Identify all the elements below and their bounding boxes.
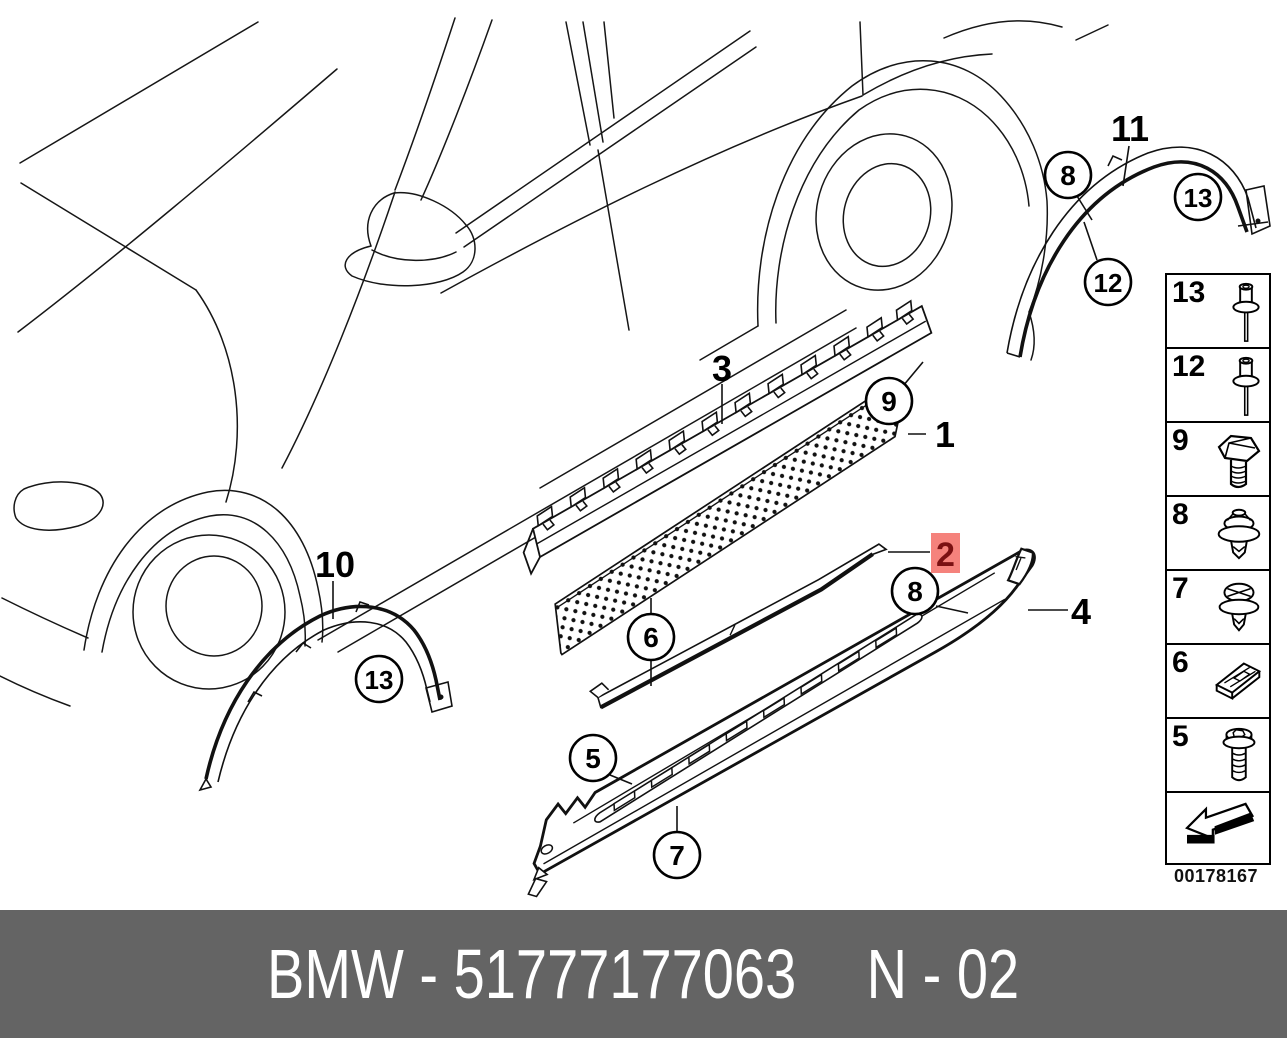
callout-circle-5-rocker[interactable]: 5 — [568, 733, 618, 783]
rear-rim — [842, 162, 932, 268]
rear-quarter-line — [699, 325, 759, 361]
legend-arrow-cell[interactable] — [1167, 793, 1269, 863]
diagram-number: 00178167 — [1173, 866, 1259, 886]
hood-crease-line — [20, 182, 197, 291]
legend-item-9[interactable]: 9 — [1167, 423, 1269, 497]
step-pad-part[interactable] — [537, 390, 905, 656]
svg-text:6: 6 — [643, 622, 659, 653]
legend-item-6[interactable]: 6 — [1167, 645, 1269, 719]
hood-line — [19, 21, 259, 164]
parts-diagram: 8 13 12 9 8 6 — [0, 17, 1271, 899]
mirror-crease — [371, 249, 457, 262]
rocker-end-cap-part[interactable] — [998, 545, 1043, 588]
beltline-upper — [455, 30, 751, 234]
callout-circle-12-rear-arch[interactable]: 12 — [1083, 257, 1133, 307]
legend-item-12[interactable]: 12 — [1167, 349, 1269, 423]
legend-item-5[interactable]: 5 — [1167, 719, 1269, 793]
svg-text:8: 8 — [907, 576, 923, 607]
hatch-line-2 — [1075, 24, 1109, 41]
rocker-panel-part[interactable] — [497, 541, 1061, 899]
callout-label-10[interactable]: 10 — [315, 544, 355, 585]
legend-item-7[interactable]: 7 — [1167, 571, 1269, 645]
expanding-clip-icon — [1217, 508, 1261, 560]
slide-block-icon — [1214, 662, 1262, 701]
svg-text:7: 7 — [669, 840, 685, 871]
c-pillar — [859, 21, 864, 96]
door-front-edge — [281, 191, 396, 469]
socket-bolt-icon — [1222, 727, 1256, 782]
mirror-outline — [344, 191, 476, 287]
callout-circle-8-rocker[interactable]: 8 — [890, 566, 940, 616]
headlight-outline — [13, 481, 104, 531]
callout-circle-8-rear-arch[interactable]: 8 — [1043, 150, 1093, 200]
callout-label-11[interactable]: 11 — [1111, 108, 1149, 149]
beltline-lower — [463, 46, 757, 248]
svg-text:13: 13 — [365, 665, 394, 695]
hatch-line — [943, 20, 1063, 39]
shoulder-line — [440, 95, 863, 294]
trim-strip-part[interactable] — [588, 540, 890, 710]
b-pillar-lower — [597, 149, 630, 331]
callout-circle-7-rocker[interactable]: 7 — [652, 830, 702, 880]
front-tire — [132, 534, 286, 690]
callout-circle-13-front-arch[interactable]: 13 — [354, 654, 404, 704]
svg-text:12: 12 — [1094, 268, 1123, 298]
a-pillar-rear — [420, 19, 493, 201]
rear-tire — [815, 133, 953, 291]
callout-highlighted-2[interactable]: 2 — [931, 533, 960, 574]
callout-label-3[interactable]: 3 — [712, 348, 732, 389]
callout-label-4[interactable]: 4 — [1071, 591, 1091, 632]
leader-lines — [332, 145, 1130, 832]
svg-text:8: 8 — [1060, 160, 1076, 191]
blind-rivet-icon — [1232, 282, 1260, 342]
blind-rivet-icon — [1232, 356, 1260, 416]
callout-circle-13-rear-arch[interactable]: 13 — [1173, 172, 1223, 222]
callout-circle-6-strip[interactable]: 6 — [626, 612, 676, 662]
legend-item-13[interactable]: 13 — [1167, 275, 1269, 349]
front-rim — [165, 555, 263, 657]
sill-edge-line — [317, 327, 857, 641]
fender-crease-line — [195, 289, 238, 503]
windshield-base-line — [17, 68, 338, 333]
page-code-text: N - 02 — [867, 935, 1020, 1013]
b-pillar-rear — [582, 21, 604, 143]
callout-circle-9-rail[interactable]: 9 — [864, 376, 914, 426]
front-arch-trim-part[interactable] — [198, 601, 453, 792]
grommet-clip-icon — [1218, 582, 1260, 632]
fastener-legend: 13 12 9 — [1165, 273, 1271, 865]
svg-text:13: 13 — [1184, 183, 1213, 213]
rear-arch-outer — [756, 60, 1049, 327]
rear-arch-inner — [775, 88, 1030, 324]
part-number-text: BMW - 51777177063 — [267, 935, 797, 1013]
callout-label-1[interactable]: 1 — [935, 414, 955, 455]
front-arch-inner — [101, 514, 306, 653]
rear-door-frame — [603, 21, 615, 119]
svg-text:2: 2 — [936, 536, 955, 574]
front-bumper-lower-line — [0, 675, 71, 707]
d-pillar-top — [862, 53, 993, 96]
front-arch-outer — [83, 489, 324, 651]
carrier-rail-part[interactable] — [507, 297, 940, 576]
hex-bolt-icon — [1217, 434, 1261, 489]
svg-text:9: 9 — [881, 386, 897, 417]
footer-bar: BMW - 51777177063 N - 02 — [0, 910, 1287, 1038]
a-pillar-front — [394, 17, 456, 191]
door-bottom-line — [539, 309, 847, 489]
b-pillar-front — [565, 21, 591, 146]
front-bumper-line — [1, 597, 89, 639]
rear-arch-trim-part[interactable] — [1006, 146, 1271, 358]
legend-item-8[interactable]: 8 — [1167, 497, 1269, 571]
svg-text:5: 5 — [585, 743, 601, 774]
direction-arrow-icon — [1185, 802, 1255, 844]
